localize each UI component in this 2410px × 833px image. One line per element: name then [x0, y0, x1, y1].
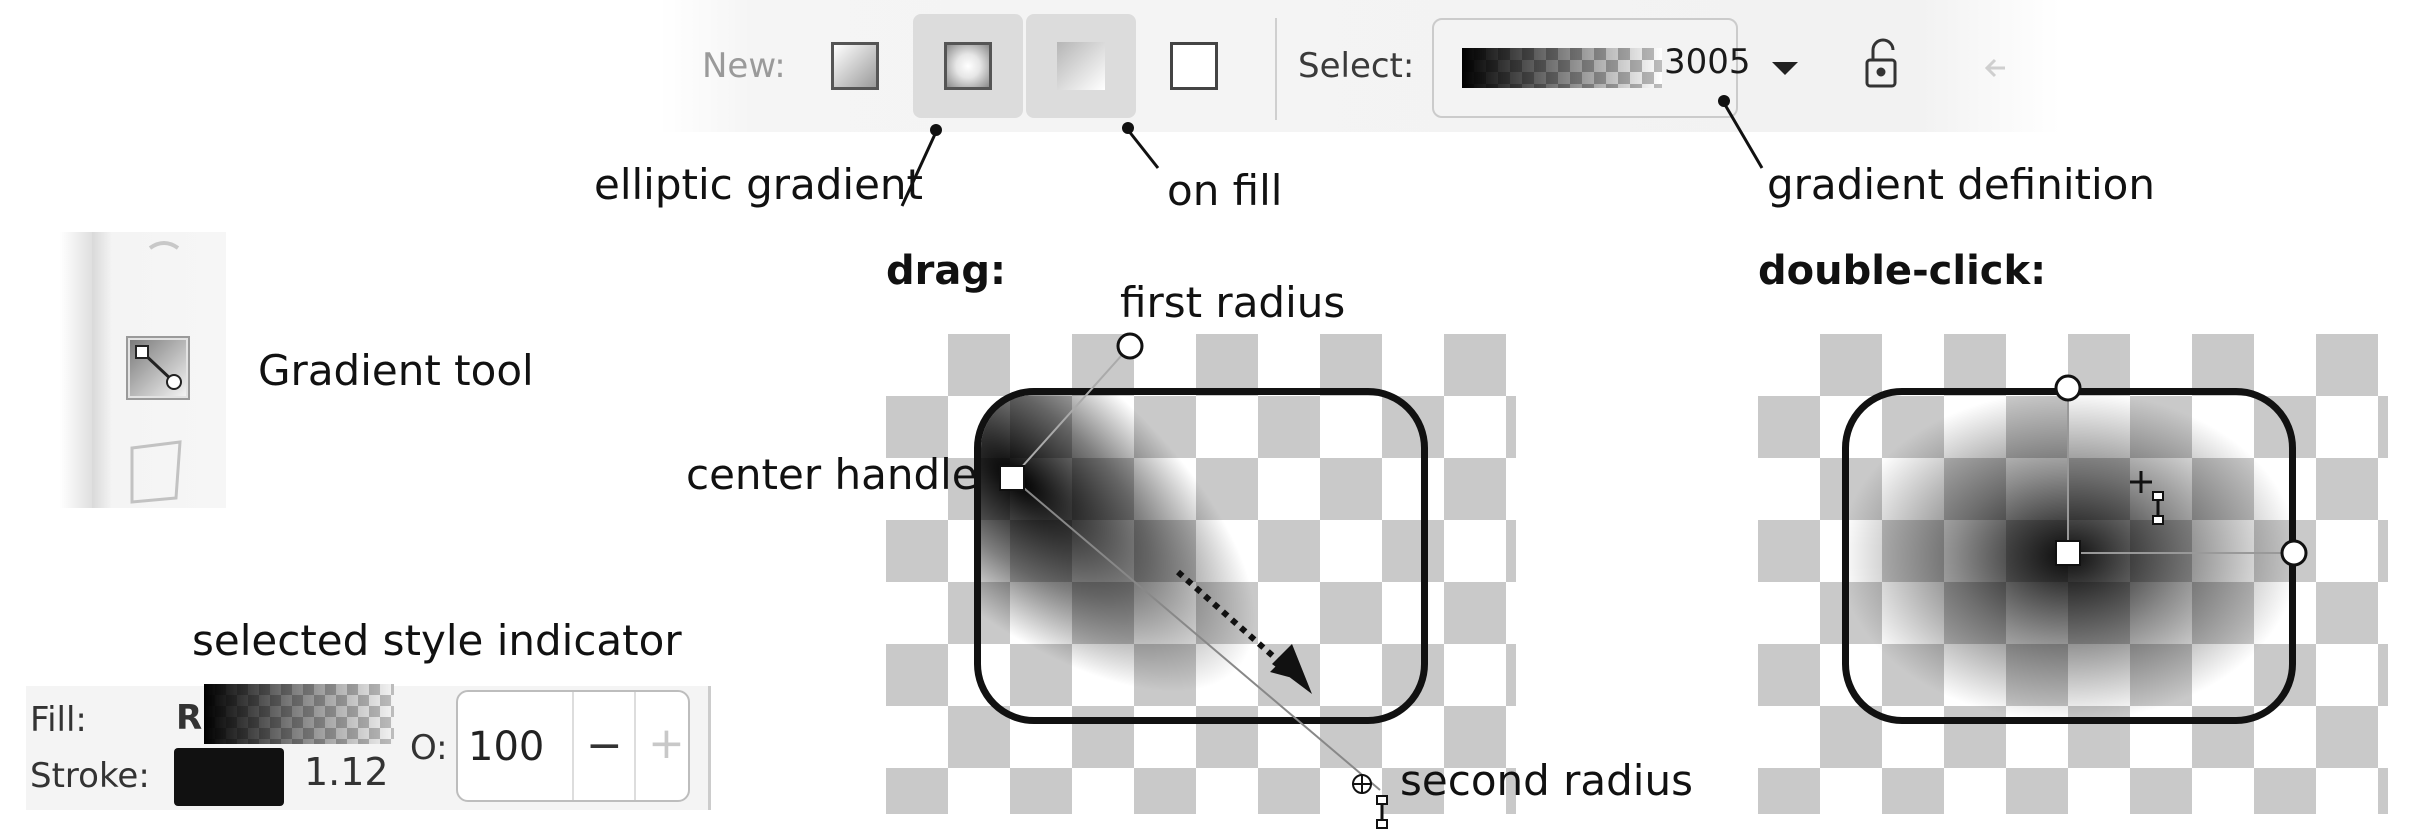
gradient-number: 3005: [1664, 42, 1751, 82]
opacity-label: O:: [410, 728, 448, 768]
gradient-select[interactable]: 3005: [1432, 18, 1798, 118]
drag-rectangle[interactable]: [974, 388, 1428, 724]
stroke-swatch[interactable]: [174, 748, 284, 806]
opacity-value: 100: [468, 724, 545, 770]
chevron-down-icon: [1772, 62, 1798, 75]
linear-gradient-icon: [831, 42, 879, 90]
gradient-toolbar: New: Select: 3005: [660, 0, 2060, 132]
spin-divider-2: [634, 692, 636, 800]
on-fill-button[interactable]: [1026, 14, 1136, 118]
stroke-width: 1.12: [304, 750, 389, 794]
gradient-preview: [1462, 48, 1662, 88]
elliptic-gradient-callout: elliptic gradient: [594, 160, 924, 209]
drag-gradient-fill: [981, 395, 1421, 717]
opacity-spinbox[interactable]: 100 − +: [456, 690, 690, 802]
linear-gradient-button[interactable]: [800, 14, 910, 118]
lock-icon[interactable]: [660, 0, 2060, 132]
opacity-decrement-button[interactable]: −: [586, 720, 623, 771]
on-stroke-button[interactable]: [1139, 14, 1249, 118]
gradient-tool-button[interactable]: [126, 336, 190, 400]
drag-heading: drag:: [886, 248, 1006, 294]
gradient-definition-callout: gradient definition: [1767, 160, 2155, 209]
toolbar-separator: [1275, 18, 1277, 120]
gradient-tool-icon: [130, 340, 186, 396]
fill-icon: [1057, 42, 1105, 90]
elliptic-gradient-icon: [944, 42, 992, 90]
style-indicator-label: selected style indicator: [192, 616, 682, 665]
double-click-heading: double-click:: [1758, 248, 2047, 294]
stroke-label: Stroke:: [30, 756, 150, 796]
select-label: Select:: [1298, 46, 1415, 86]
selected-style-indicator[interactable]: Fill: R Stroke: 1.12 O: 100 − +: [26, 684, 711, 810]
center-handle-label: center handle: [686, 450, 978, 499]
fill-label: Fill:: [30, 700, 87, 740]
fill-type: R: [176, 698, 203, 738]
opacity-increment-button[interactable]: +: [648, 718, 685, 769]
fill-swatch[interactable]: [204, 684, 394, 744]
gradient-tool-label: Gradient tool: [258, 346, 534, 395]
stroke-icon: [1170, 42, 1218, 90]
elliptic-gradient-button[interactable]: [913, 14, 1023, 118]
new-label: New:: [702, 46, 786, 86]
second-radius-label: second radius: [1400, 756, 1693, 805]
first-radius-label: first radius: [1120, 278, 1346, 327]
spin-divider: [572, 692, 574, 800]
arrow-left-icon[interactable]: [660, 0, 2060, 132]
on-fill-callout: on fill: [1167, 166, 1283, 215]
